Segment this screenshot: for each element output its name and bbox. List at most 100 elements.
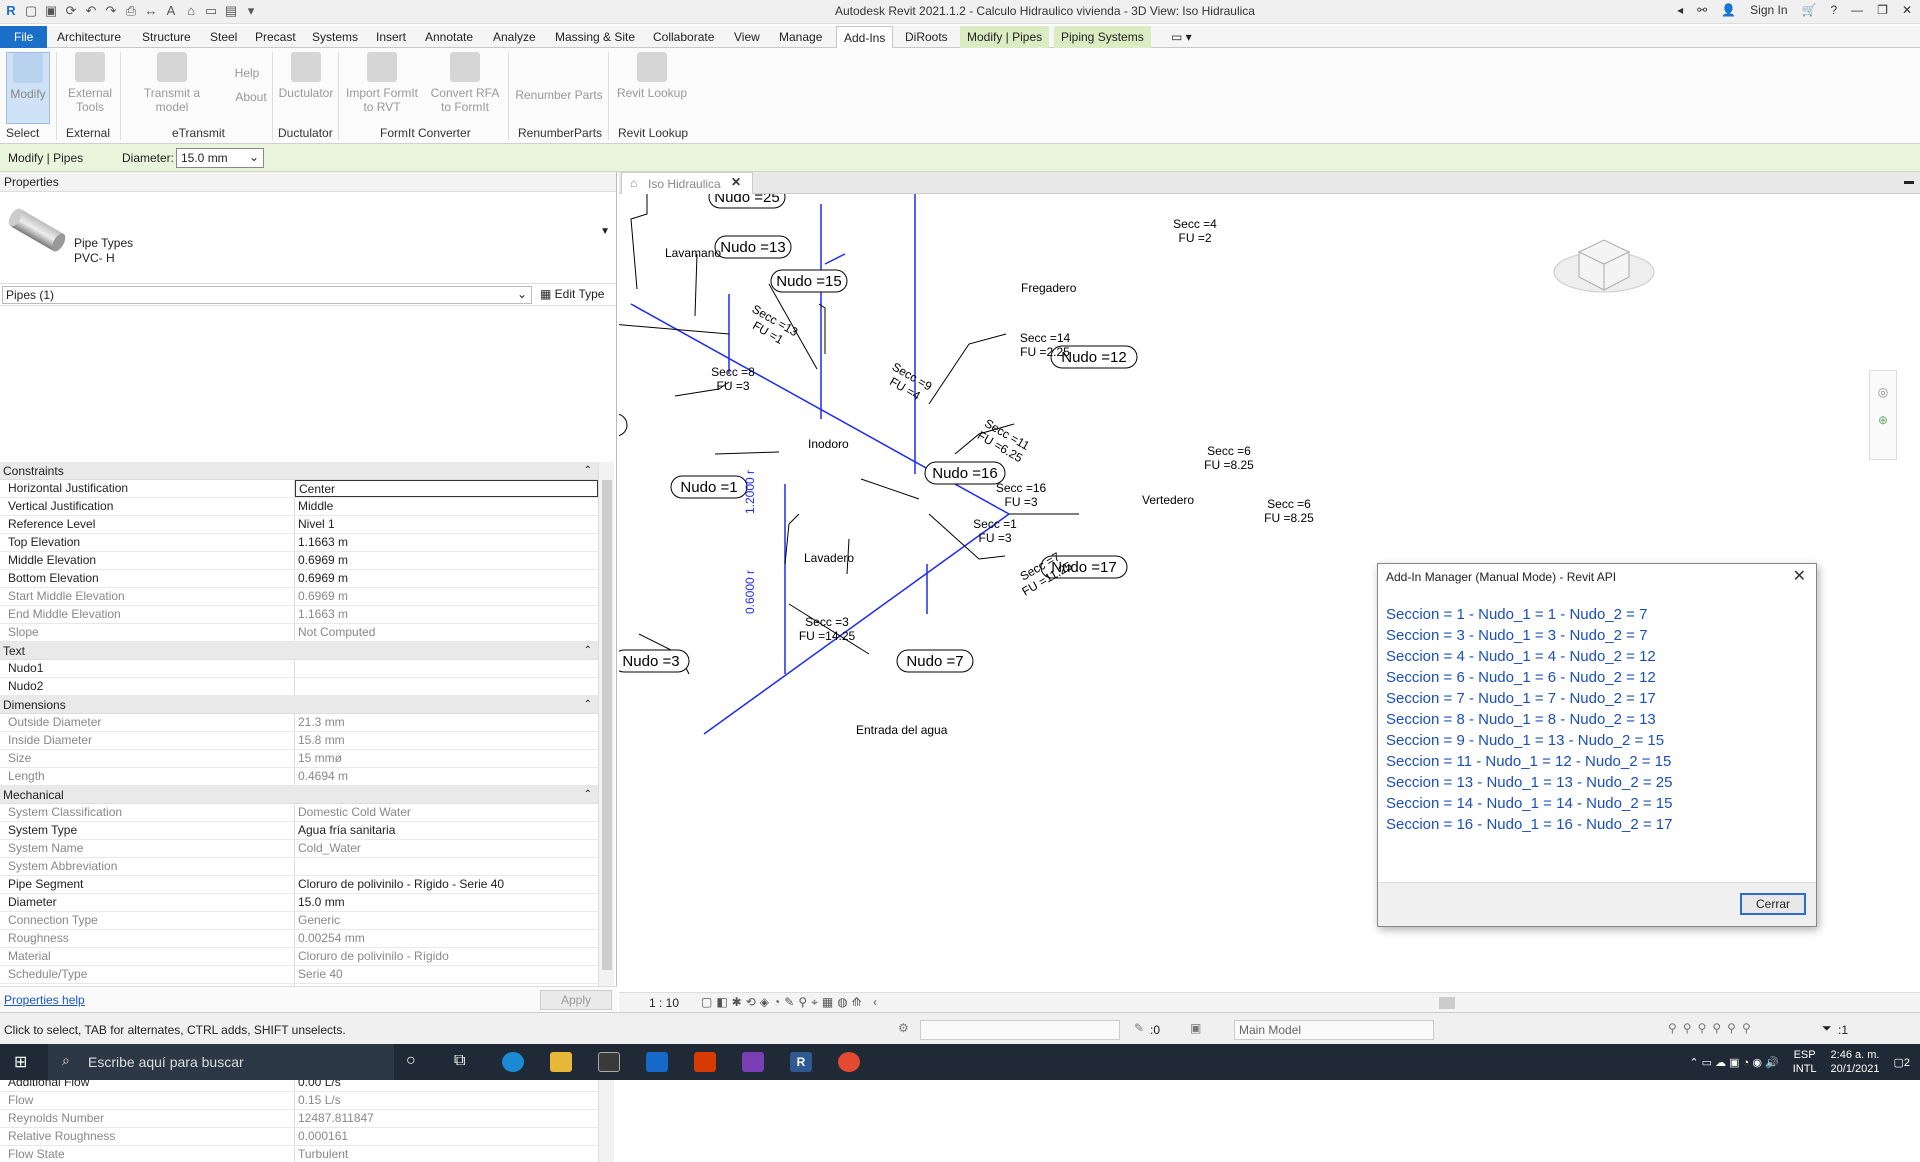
tab-massing-site[interactable]: Massing & Site [555, 30, 636, 44]
instance-select[interactable]: Pipes (1)⌄ [2, 286, 532, 304]
renumber-parts-button[interactable]: Renumber Parts [515, 88, 603, 102]
view-menu-icon[interactable]: ▬ [1904, 176, 1914, 187]
node-label[interactable]: Nudo =15 [770, 269, 848, 293]
minimize-icon[interactable]: — [1851, 3, 1864, 17]
tab-collaborate[interactable]: Collaborate [653, 30, 715, 44]
revit-lookup-button[interactable]: Revit Lookup [614, 52, 690, 100]
section-header[interactable]: Mechanical⌃ [0, 786, 598, 804]
property-value[interactable]: Agua fría sanitaria [298, 823, 396, 837]
close-view-icon[interactable]: ✕ [731, 175, 742, 189]
property-row[interactable]: System Abbreviation [0, 858, 598, 876]
filter-icon[interactable]: ⏷ [1822, 1021, 1832, 1035]
dimension-label[interactable]: 1.2000 r [743, 470, 757, 514]
close-window-icon[interactable]: ✕ [1901, 3, 1912, 17]
cart-icon[interactable]: 🛒 [1801, 3, 1817, 17]
tab-view[interactable]: View [734, 30, 760, 44]
navigation-bar[interactable]: ◎ ⊕ [1869, 370, 1897, 460]
about-button[interactable]: About [235, 90, 267, 104]
user-icon[interactable]: 👤 [1721, 3, 1737, 17]
steering-wheel-icon[interactable]: ◎ [1877, 385, 1889, 399]
section-header[interactable]: Dimensions⌃ [0, 696, 598, 714]
convert-rfa-button[interactable]: Convert RFA to FormIt [428, 52, 502, 114]
scroll-thumb[interactable] [602, 480, 612, 970]
tab-architecture[interactable]: Architecture [57, 30, 122, 44]
binoculars-icon[interactable]: ⚯ [1697, 3, 1708, 17]
print-icon[interactable]: ⎙ [125, 3, 137, 18]
tab-diroots[interactable]: DiRoots [905, 30, 948, 44]
tab-insert[interactable]: Insert [376, 30, 407, 44]
node-label[interactable]: Nudo =17 [1040, 555, 1128, 579]
tab-analyze[interactable]: Analyze [493, 30, 536, 44]
property-value[interactable]: Cloruro de polivinilo - Rígido - Serie 4… [298, 877, 505, 891]
horizontal-scroll-thumb[interactable] [1439, 997, 1455, 1009]
transmit-model-button[interactable]: Transmit a model [126, 52, 218, 114]
taskbar-search[interactable]: ⌕Escribe aquí para buscar [48, 1044, 394, 1080]
collapse-icon[interactable]: ⌃ [583, 645, 592, 656]
clock[interactable]: 2:46 a. m.20/1/2021 [1830, 1049, 1880, 1075]
tab-file[interactable]: File [0, 26, 48, 48]
search-left-icon[interactable]: ◂ [1677, 3, 1684, 17]
tray-icons[interactable]: ⌃ ▭ ☁ ▣ ◔ ◉ 🔊 [1689, 1056, 1779, 1069]
edit-type-button[interactable]: ▦ Edit Type [540, 287, 605, 301]
3d-view-icon[interactable]: ⌂ [187, 3, 195, 18]
tab-annotate[interactable]: Annotate [425, 30, 474, 44]
help-icon[interactable]: ? [1830, 3, 1838, 17]
edge-icon[interactable] [502, 1052, 524, 1072]
redo-icon[interactable]: ↷ [105, 3, 117, 18]
external-tools-button[interactable]: External Tools [62, 52, 118, 114]
tab-steel[interactable]: Steel [210, 30, 238, 44]
notifications-icon[interactable]: ▢2 [1893, 1056, 1910, 1069]
tab-modify-pipes[interactable]: Modify | Pipes [960, 26, 1050, 48]
workset-select[interactable] [920, 1020, 1120, 1040]
node-label[interactable]: Nudo =25 [708, 194, 786, 209]
node-label[interactable]: Nudo =1 [670, 475, 748, 499]
property-row[interactable]: Nudo1 [0, 660, 598, 678]
view-scale[interactable]: 1 : 10 [649, 996, 680, 1010]
design-option-select[interactable]: Main Model [1234, 1020, 1434, 1040]
group-select[interactable]: Select [6, 126, 40, 140]
property-value[interactable] [295, 660, 598, 677]
import-formit-button[interactable]: Import FormIt to RVT [342, 52, 422, 114]
selection-filters-icons[interactable]: ⚲⚲⚲⚲⚲⚲ [1668, 1021, 1757, 1035]
restore-icon[interactable]: ❐ [1877, 3, 1888, 17]
cortana-icon[interactable]: ○ [406, 1052, 416, 1069]
tab-structure[interactable]: Structure [142, 30, 191, 44]
sync-icon[interactable]: ⟳ [65, 3, 77, 18]
chevron-down-icon[interactable]: ▼ [600, 226, 610, 237]
tab-piping-systems[interactable]: Piping Systems [1054, 26, 1151, 48]
revit-logo-icon[interactable]: R [6, 3, 16, 18]
node-label[interactable]: Nudo =12 [1050, 345, 1138, 369]
node-label[interactable]: Nudo =3 [619, 649, 690, 673]
store-icon[interactable] [598, 1052, 620, 1072]
sign-in-link[interactable]: Sign In [1750, 3, 1788, 17]
viewcube[interactable] [1549, 212, 1659, 312]
section-header[interactable]: Text⌃ [0, 642, 598, 660]
collapse-icon[interactable]: ⌃ [583, 465, 592, 476]
tab-add-ins[interactable]: Add-Ins [836, 26, 894, 48]
save-icon[interactable]: ▣ [44, 3, 58, 18]
pipe[interactable] [703, 513, 1010, 735]
tab-manage[interactable]: Manage [779, 30, 823, 44]
node-label[interactable]: Nudo =16 [924, 461, 1006, 485]
section-header[interactable]: Constraints⌃ [0, 462, 598, 480]
node-label[interactable]: Nudo =13 [714, 235, 792, 259]
